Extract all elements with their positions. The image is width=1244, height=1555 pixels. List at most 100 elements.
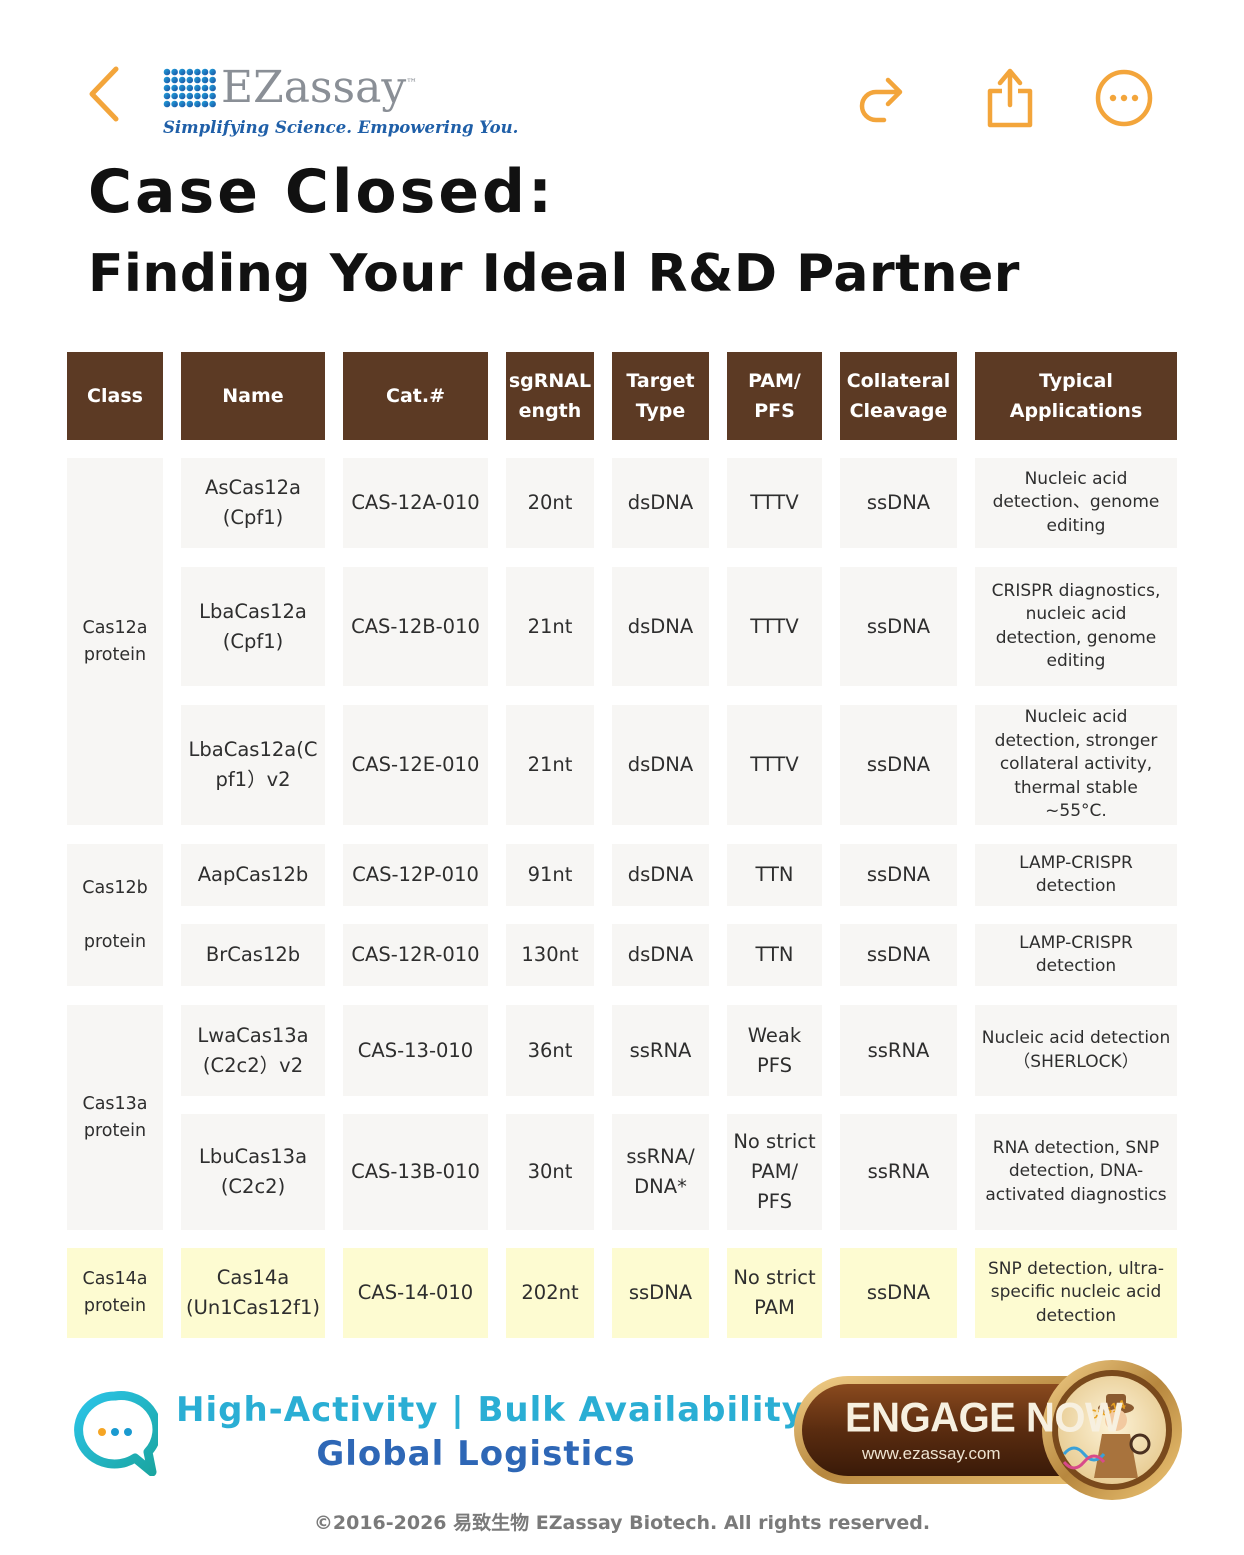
table-cell-collateral-cleavage-text: ssRNA — [867, 1038, 930, 1062]
table-cell-cat-number-text: CAS-12A-010 — [351, 491, 480, 514]
class-cell: Cas14a protein — [67, 1248, 163, 1338]
table-cell-pam-pfs: TTN — [727, 844, 822, 906]
table-header-cell-text: Collateral Cleavage — [846, 370, 951, 422]
back-button[interactable] — [78, 64, 130, 124]
table-cell-target-type: ssRNA — [612, 1005, 709, 1096]
table-cell-sgrna-length: 91nt — [506, 844, 594, 906]
table-cell-sgrna-length: 21nt — [506, 705, 594, 825]
table-cell-applications-text: LAMP-CRISPR detection — [1019, 932, 1133, 977]
table-cell-cat-number-text: CAS-12P-010 — [352, 863, 479, 886]
class-cell: Cas12b protein — [67, 844, 163, 986]
class-cell-text: Cas13a protein — [82, 1093, 148, 1141]
table-header-cell: PAM/ PFS — [727, 352, 822, 440]
table-cell-sgrna-length-text: 20nt — [527, 491, 573, 514]
table-header-cell: Cat.# — [343, 352, 488, 440]
table-cell-target-type: dsDNA — [612, 458, 709, 548]
table-cell-cat-number-text: CAS-13B-010 — [351, 1160, 480, 1183]
table-cell-applications-text: CRISPR diagnostics, nucleic acid detecti… — [991, 580, 1161, 672]
share-button[interactable] — [980, 64, 1040, 130]
table-cell-pam-pfs: TTTV — [727, 458, 822, 548]
table-cell-collateral-cleavage: ssDNA — [840, 705, 957, 825]
page-title: Case Closed: Finding Your Ideal R&D Part… — [88, 156, 1020, 314]
table-cell-cat-number: CAS-12A-010 — [343, 458, 488, 548]
table-cell-collateral-cleavage: ssRNA — [840, 1005, 957, 1096]
table-header-cell-text: sgRNAL ength — [508, 370, 592, 422]
table-cell-applications-text: LAMP-CRISPR detection — [1019, 852, 1133, 897]
table-cell-pam-pfs-text: Weak PFS — [747, 1023, 802, 1077]
table-cell-collateral-cleavage-text: ssDNA — [866, 614, 931, 638]
engage-button-bg: Cas14 — [794, 1360, 1182, 1500]
table-cell-cat-number-text: CAS-12B-010 — [351, 614, 480, 638]
table-cell-pam-pfs-text: TTTV — [750, 753, 799, 776]
class-cell-text: Cas12a protein — [82, 617, 148, 665]
table-cell-pam-pfs-text: TTTV — [750, 491, 799, 514]
table-cell-sgrna-length-text: 130nt — [521, 943, 579, 966]
table-cell-target-type-text: dsDNA — [627, 943, 694, 966]
table-cell-cat-number-text: CAS-12R-010 — [351, 943, 480, 966]
detective-icon — [1062, 1394, 1151, 1478]
engage-title[interactable]: ENGAGE NOW — [845, 1394, 1123, 1442]
table-cell-target-type: dsDNA — [612, 705, 709, 825]
table-header-cell-text: Cat.# — [386, 385, 445, 407]
table-header-cell-text: PAM/ PFS — [748, 370, 801, 422]
table-header-cell-text: Target Type — [626, 370, 695, 422]
table-header-cell: Typical Applications — [975, 352, 1177, 440]
table-cell-target-type-text: ssDNA — [628, 1281, 693, 1304]
table-cell-target-type-text: dsDNA — [627, 863, 694, 886]
table-header-cell: sgRNAL ength — [506, 352, 594, 440]
table-cell-cat-number: CAS-12B-010 — [343, 567, 488, 686]
table-cell-target-type: dsDNA — [612, 844, 709, 906]
brand-name: EZassay™ — [221, 62, 418, 113]
brand-tagline: Simplifying Science. Empowering You. — [163, 118, 519, 137]
table-cell-name: LbaCas12a(C pf1）v2 — [181, 705, 325, 825]
table-cell-cat-number: CAS-13-010 — [343, 1005, 488, 1096]
table-cell-applications: SNP detection, ultra- specific nucleic a… — [975, 1248, 1177, 1338]
table-cell-collateral-cleavage-text: ssDNA — [866, 753, 931, 776]
table-cell-applications: RNA detection, SNP detection, DNA- activ… — [975, 1114, 1177, 1230]
table-cell-applications: CRISPR diagnostics, nucleic acid detecti… — [975, 567, 1177, 686]
table-cell-collateral-cleavage-text: ssDNA — [866, 491, 931, 514]
title-line-1: Case Closed: — [88, 157, 555, 227]
table-cell-pam-pfs: TTN — [727, 924, 822, 986]
table-cell-pam-pfs: TTTV — [727, 705, 822, 825]
table-cell-sgrna-length-text: 21nt — [527, 614, 573, 638]
table-cell-sgrna-length-text: 202nt — [521, 1281, 579, 1304]
table-cell-applications: LAMP-CRISPR detection — [975, 924, 1177, 986]
table-cell-collateral-cleavage: ssDNA — [840, 844, 957, 906]
table-cell-name-text: BrCas12b — [205, 943, 301, 966]
redo-button[interactable] — [852, 70, 912, 130]
table-cell-name: AapCas12b — [181, 844, 325, 906]
table-cell-collateral-cleavage-text: ssDNA — [866, 943, 931, 966]
table-cell-collateral-cleavage-text: ssRNA — [867, 1160, 930, 1183]
table-cell-cat-number: CAS-13B-010 — [343, 1114, 488, 1230]
table-cell-name: Cas14a (Un1Cas12f1) — [181, 1248, 325, 1338]
engage-url[interactable]: www.ezassay.com — [862, 1444, 1001, 1463]
table-cell-name-text: LbuCas13a (C2c2) — [198, 1145, 308, 1198]
table-cell-name-text: AapCas12b — [197, 863, 309, 886]
share-icon — [987, 68, 1033, 128]
table-cell-cat-number-text: CAS-14-010 — [357, 1281, 474, 1304]
chevron-left-icon — [89, 66, 119, 122]
table-cell-collateral-cleavage: ssDNA — [840, 458, 957, 548]
table-cell-cat-number-text: CAS-13-010 — [357, 1038, 474, 1062]
class-cell: Cas12a protein — [67, 458, 163, 825]
table-cell-name: AsCas12a (Cpf1) — [181, 458, 325, 548]
more-button[interactable] — [1094, 68, 1154, 128]
table-cell-pam-pfs: Weak PFS — [727, 1005, 822, 1096]
table-cell-target-type: dsDNA — [612, 567, 709, 686]
table-cell-sgrna-length: 202nt — [506, 1248, 594, 1338]
table-cell-pam-pfs-text: No strict PAM/ PFS — [733, 1130, 816, 1213]
table-cell-collateral-cleavage: ssRNA — [840, 1114, 957, 1230]
table-cell-name: LbaCas12a (Cpf1) — [181, 567, 325, 686]
class-cell-text: Cas12b protein — [82, 877, 148, 952]
table-cell-applications-text: Nucleic acid detection、genome editing — [992, 468, 1160, 536]
feature-tagline-2: Global Logistics — [316, 1434, 636, 1474]
table-cell-pam-pfs-text: TTTV — [750, 614, 799, 638]
table-header-cell: Collateral Cleavage — [840, 352, 957, 440]
table-cell-name: LwaCas13a (C2c2）v2 — [181, 1005, 325, 1096]
table-cell-name-text: AsCas12a (Cpf1) — [205, 476, 301, 529]
table-cell-collateral-cleavage-text: ssDNA — [866, 1281, 931, 1304]
table-cell-sgrna-length: 130nt — [506, 924, 594, 986]
table-cell-name-text: LbaCas12a (Cpf1) — [199, 599, 307, 653]
table-cell-sgrna-length: 36nt — [506, 1005, 594, 1096]
